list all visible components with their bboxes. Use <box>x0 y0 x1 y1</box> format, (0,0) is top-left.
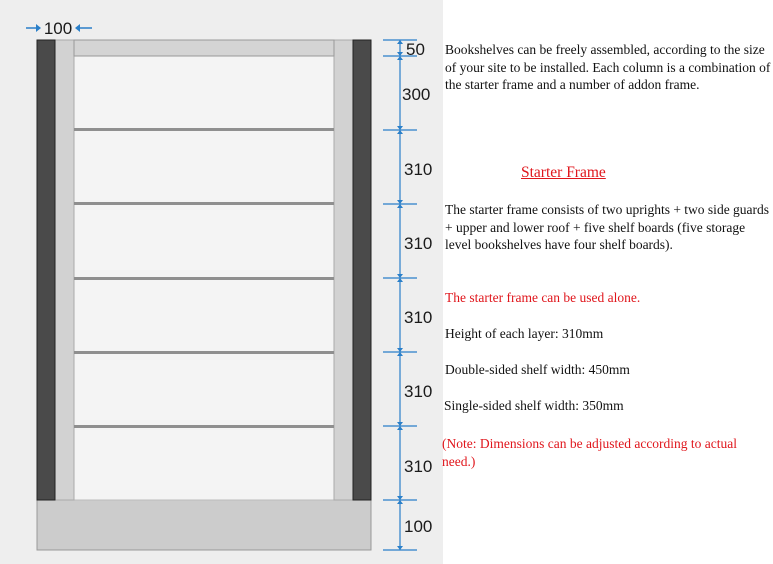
shelf-board <box>74 128 334 131</box>
dimension-label: 300 <box>402 85 430 104</box>
dimension-label: 50 <box>406 40 425 59</box>
left-upright <box>36 39 56 501</box>
composition-paragraph: The starter frame consists of two uprigh… <box>445 202 770 252</box>
dimension-label: 310 <box>404 457 432 476</box>
bookshelf-diagram: 100 <box>0 0 443 564</box>
dimension-arrows <box>397 40 403 550</box>
right-side-guard <box>333 39 354 501</box>
dimension-label: 310 <box>404 308 432 327</box>
dimension-label: 310 <box>404 382 432 401</box>
shelf-board <box>74 425 334 428</box>
left-side-guard <box>54 39 75 501</box>
intro-paragraph: Bookshelves can be freely assembled, acc… <box>445 42 771 92</box>
base-plinth <box>36 499 372 551</box>
double-sided-width: Double-sided shelf width: 450mm <box>445 362 630 377</box>
dimension-label: 310 <box>404 160 432 179</box>
standalone-note: The starter frame can be used alone. <box>445 290 641 305</box>
single-sided-width: Single-sided shelf width: 350mm <box>444 398 624 413</box>
shelf-board <box>74 277 334 280</box>
back-panel <box>73 39 335 501</box>
layer-height: Height of each layer: 310mm <box>445 326 604 341</box>
starter-frame-heading: Starter Frame <box>521 164 606 181</box>
shelf-board <box>74 202 334 205</box>
bookshelf-drawing: 100 <box>26 19 432 551</box>
right-upright <box>352 39 372 501</box>
dimension-label: 310 <box>404 234 432 253</box>
width-dimension: 100 <box>26 19 92 38</box>
dimension-note: (Note: Dimensions can be adjusted accord… <box>442 436 738 469</box>
description-panel: Bookshelves can be freely assembled, acc… <box>442 0 773 564</box>
dimension-label: 100 <box>404 517 432 536</box>
width-label: 100 <box>44 19 72 38</box>
upper-roof <box>73 39 335 57</box>
shelf-board <box>74 351 334 354</box>
